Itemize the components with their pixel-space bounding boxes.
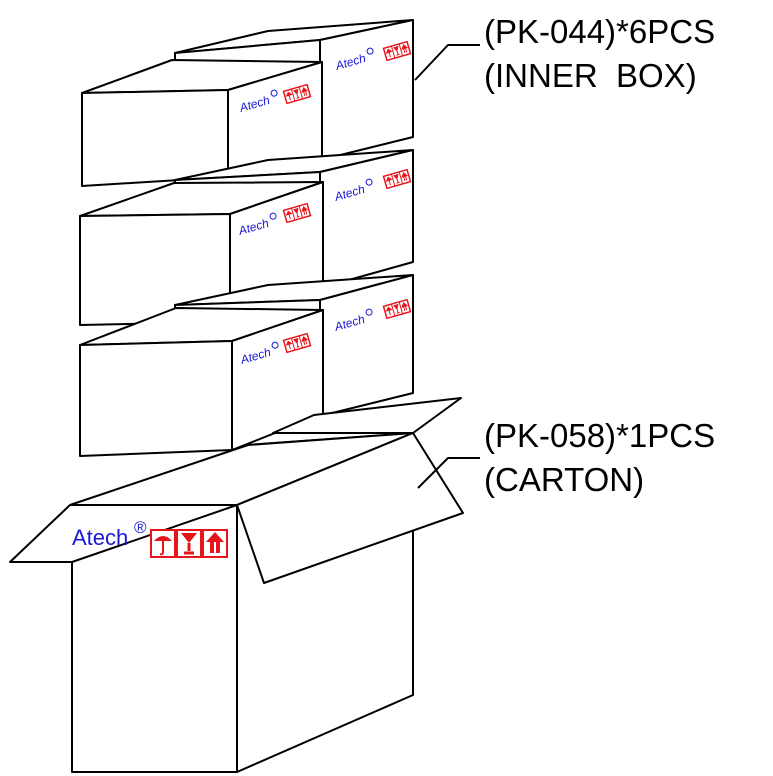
carton-callout: (PK-058)*1PCS (CARTON) [484, 414, 715, 502]
carton [9, 397, 464, 773]
inner-box-name-label: (INNER BOX) [484, 57, 697, 94]
carton-label: Atech ® [72, 518, 228, 558]
inner-box-part-label: (PK-044)*6PCS [484, 13, 716, 50]
this-way-up-icon [202, 529, 228, 558]
carton-part-label: (PK-058)*1PCS [484, 417, 716, 454]
umbrella-icon [150, 529, 176, 558]
inner-box-leader [414, 44, 480, 81]
leader-lines [414, 44, 480, 489]
fragile-glass-icon [176, 529, 202, 558]
carton-name-label: (CARTON) [484, 461, 645, 498]
inner-box-callout: (PK-044)*6PCS (INNER BOX) [484, 10, 715, 98]
carton-leader [417, 457, 480, 489]
registered-mark: ® [134, 518, 147, 537]
carton-brand-name: Atech [72, 525, 128, 550]
